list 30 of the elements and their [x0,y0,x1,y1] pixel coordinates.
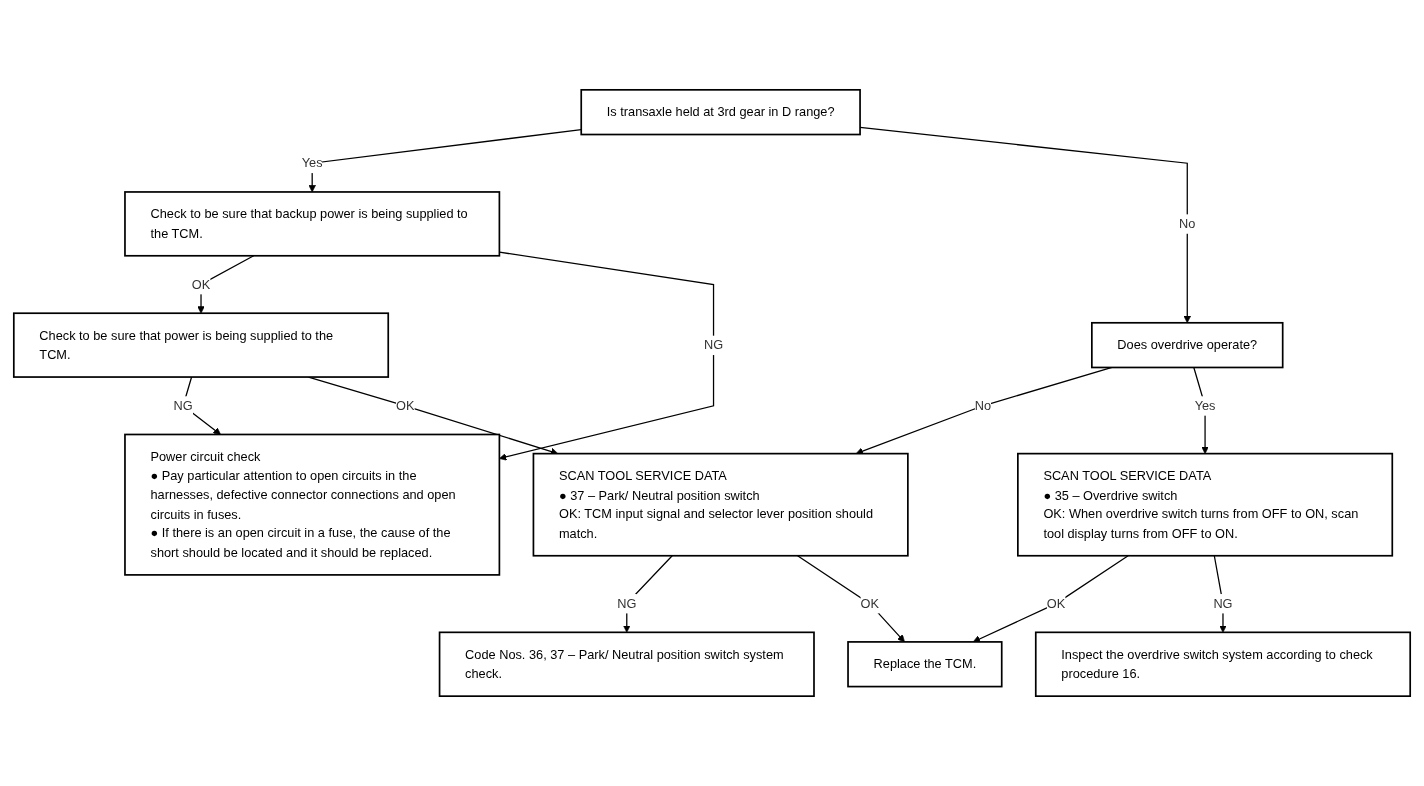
edge-label: NG [1213,595,1233,611]
edge-label: No [1179,216,1196,231]
edge-label: No [974,397,992,413]
arrow [1213,555,1227,633]
edge-label: NG [617,595,637,611]
node-box: Check to be sure that backup power is being supplied to the TCM. [124,191,501,257]
arrow [796,555,905,643]
node-box: Check to be sure that power is being supplied to the TCM. [12,312,390,378]
edge-label: Yes [1194,397,1216,413]
edge-label: Yes [301,155,323,170]
arrow [308,128,582,193]
node-box: SCAN TOOL SERVICE DATA ● 37 – Park/ Neutral position switch OK: TCM input signal and selector lever position should match. [532,452,909,557]
edge-label: OK [1046,595,1066,611]
edge-label: NG [703,337,724,352]
node-box: Does overdrive operate? [1091,321,1284,369]
node-box: Power circuit check ● Pay particular attention to open circuits in the harnesses, defective connector connections and open circuits in fuses. ● If there is an open circuit in a fuse, the cause of the short should be located and it should be replaced. [124,433,501,576]
edge-label: NG [173,397,193,413]
arrow [623,555,673,633]
edge-label: OK [191,276,211,292]
node-box: Replace the TCM. [847,641,1003,688]
arrow [972,555,1129,643]
edge-label: OK [860,595,879,611]
node-box: Code Nos. 36, 37 – Park/ Neutral position switch system check. [438,631,815,697]
arrow [197,255,255,314]
node-box: SCAN TOOL SERVICE DATA ● 35 – Overdrive switch OK: When overdrive switch turns from OFF to ON, scan tool display turns from OFF to ON. [1017,452,1394,557]
arrow [1193,366,1209,454]
edge-label: OK [396,397,415,413]
node-box: Inspect the overdrive switch system according to check procedure 16. [1034,631,1412,697]
arrow [498,251,715,461]
node-box: Is transaxle held at 3rd gear in D range? [580,89,861,136]
